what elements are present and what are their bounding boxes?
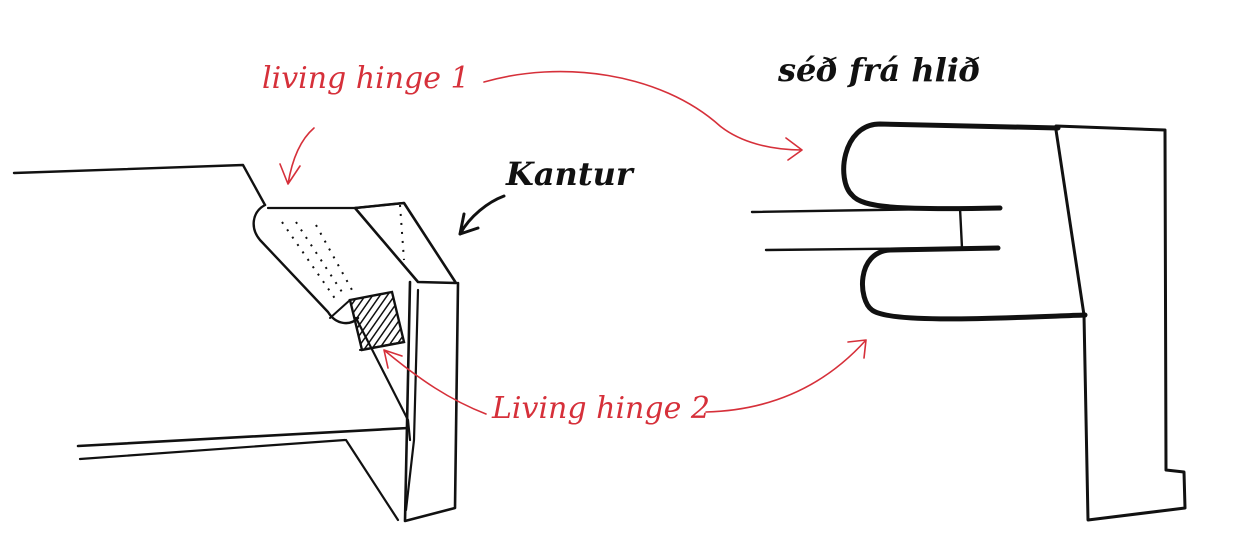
hinge-2-left-arrow xyxy=(383,349,487,415)
panel-end xyxy=(958,206,964,250)
side-panel xyxy=(403,280,460,523)
hinge-2-slot xyxy=(329,299,405,351)
hinge-1-dots xyxy=(281,204,405,301)
bottom-panel-edge-2 xyxy=(78,438,347,461)
corner-perspective-sketch xyxy=(12,163,460,523)
hinge-1-pointer-arrow xyxy=(279,127,315,185)
living-hinge-2-label: Living hinge 2 xyxy=(492,391,710,426)
bottom-panel-edge xyxy=(76,426,410,448)
vertical-board xyxy=(1054,124,1187,522)
hinge-2-box xyxy=(348,290,406,352)
inner-diagonal-2 xyxy=(344,438,400,522)
hinge-1-fold xyxy=(252,203,360,325)
living-hinge-1-label: living hinge 1 xyxy=(262,61,470,96)
hinge-1-to-side-view-arrow xyxy=(483,70,803,161)
side-view-sketch xyxy=(750,121,1187,522)
hinge-2-right-arrow xyxy=(705,339,867,413)
panel-line-top xyxy=(750,206,1000,214)
side-panel-inner xyxy=(404,288,420,512)
kantur-label: Kantur xyxy=(506,155,633,193)
upper-hinge-loop xyxy=(841,121,1061,212)
box-front-face xyxy=(353,201,458,285)
lower-hinge-loop xyxy=(860,245,1088,322)
inner-diagonal xyxy=(354,316,412,442)
panel-line-bottom xyxy=(764,246,964,252)
top-panel-edge xyxy=(12,163,267,207)
kantur-arrow xyxy=(458,194,506,236)
side-view-label: séð frá hlið xyxy=(778,51,981,89)
